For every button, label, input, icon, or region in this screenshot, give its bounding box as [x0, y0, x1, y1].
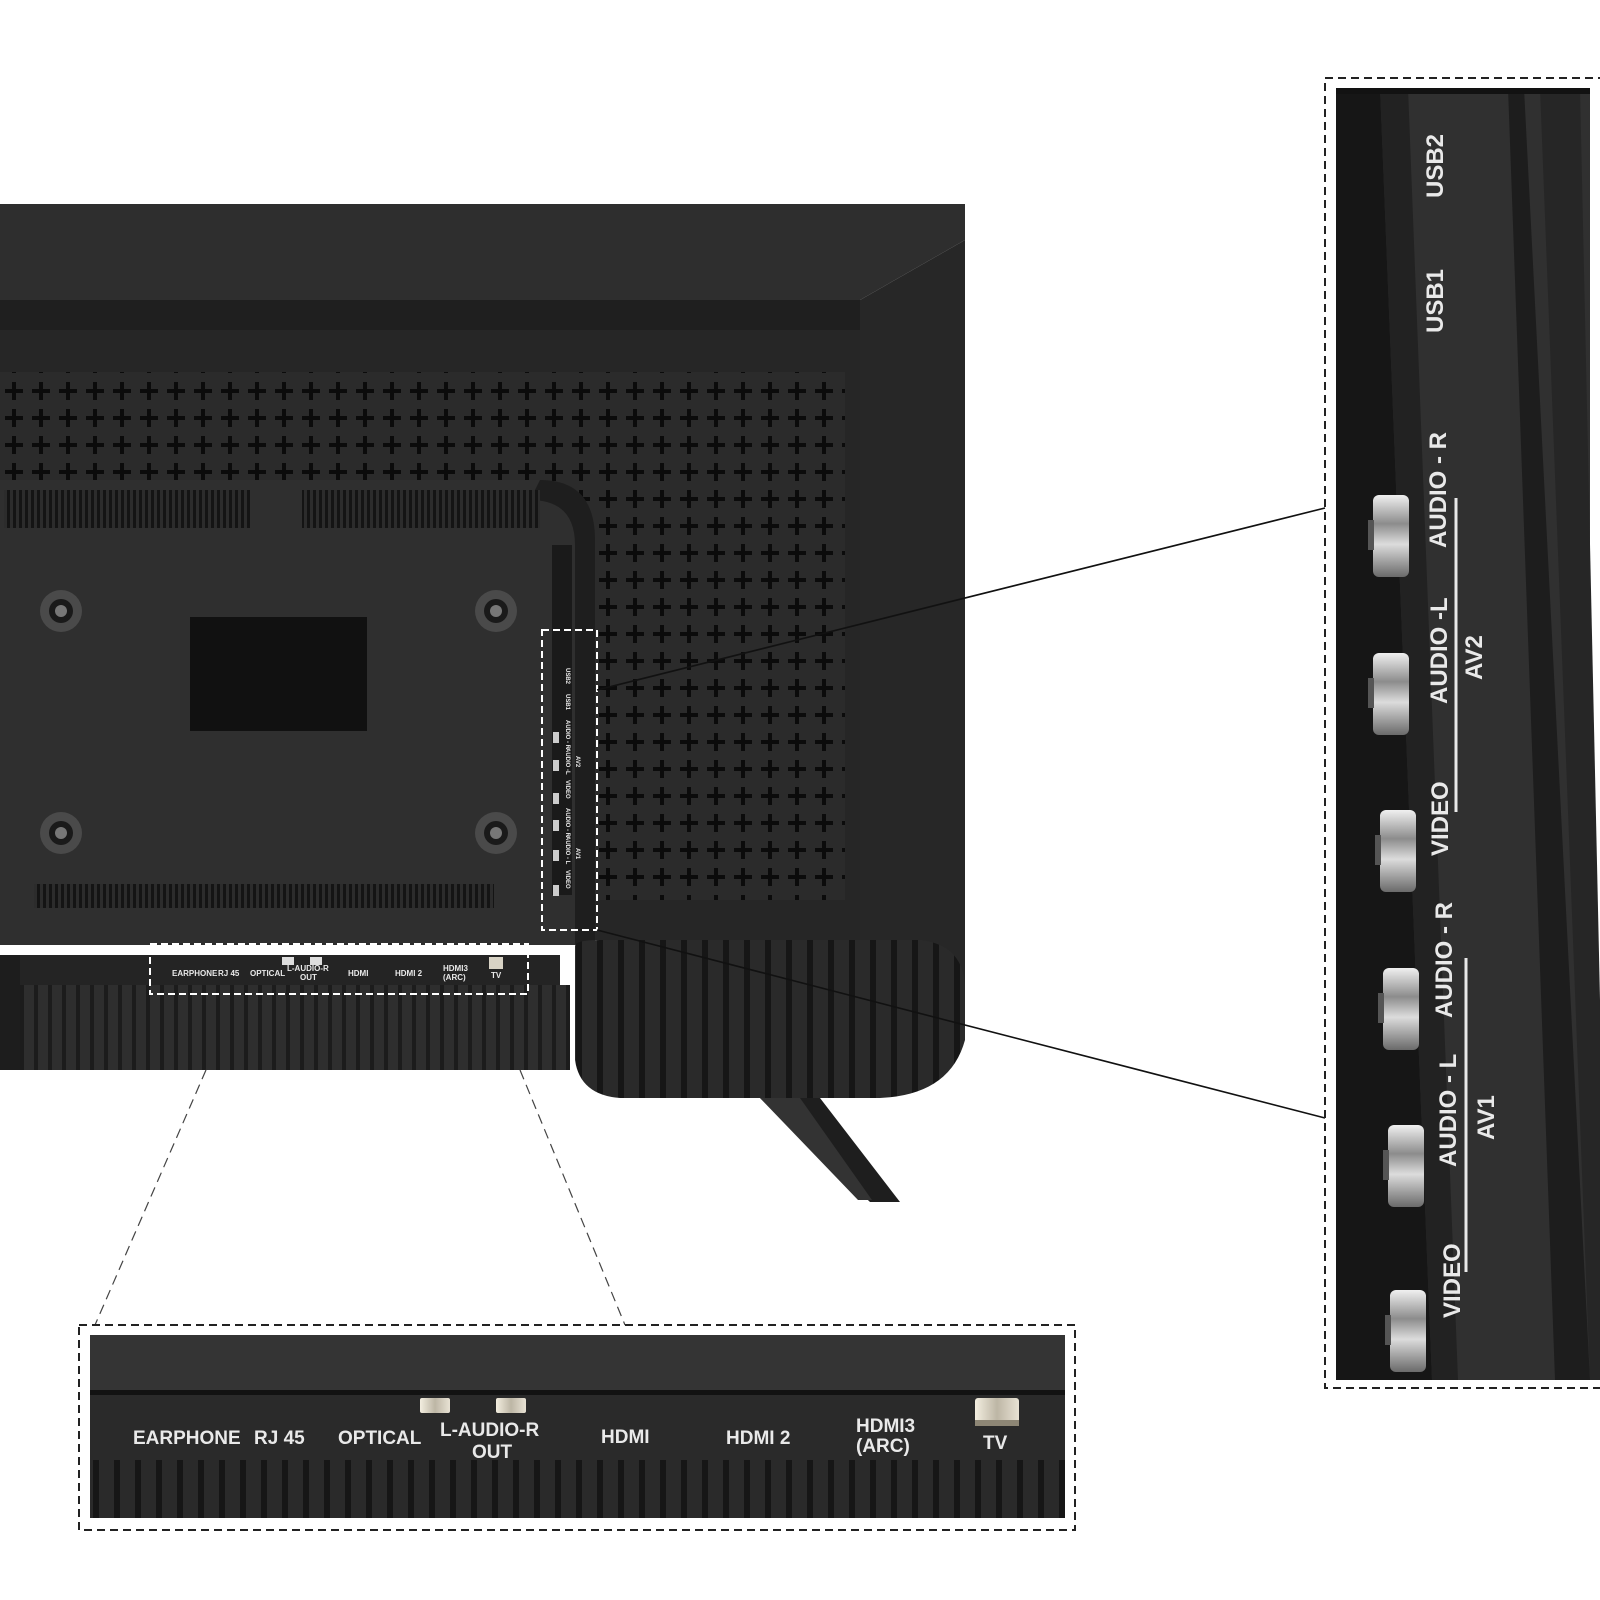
mount-hole-3: [40, 812, 82, 854]
label-hdmi: HDMI: [601, 1427, 650, 1448]
av2-video-jack: [1375, 810, 1416, 892]
label-av1-audio-l: AUDIO - L: [1435, 1054, 1462, 1167]
side-ports-highlight: [541, 629, 598, 931]
label-audio-out-line2: OUT: [472, 1442, 513, 1463]
tv-stand: [575, 940, 965, 1202]
label-av2-video: VIDEO: [1427, 781, 1454, 856]
mini-label-hdmi: HDMI: [348, 969, 368, 978]
label-hdmi3-line2: (ARC): [856, 1436, 910, 1457]
side-port-mini-labels: USB2 USB1 AUDIO - R AUDIO -L AV2 VIDEO A…: [564, 668, 580, 889]
vent-slots-left: [4, 490, 250, 528]
label-hdmi3-line1: HDMI3: [856, 1416, 915, 1437]
mini-label-earphone: EARPHONE: [172, 969, 218, 978]
label-av2-group: AV2: [1461, 635, 1488, 680]
side-ports-zoom: [1324, 77, 1600, 1389]
vent-slots-right: [302, 490, 540, 528]
mini-label-av2-video: VIDEO: [564, 780, 570, 799]
mini-label-av1-l: AUDIO - L: [564, 836, 570, 865]
bottom-ports-zoom-labels: EARPHONE RJ 45 OPTICAL L-AUDIO-R OUT HDM…: [133, 1416, 1008, 1463]
mini-label-usb1: USB1: [564, 694, 570, 711]
mount-hole-4: [475, 812, 517, 854]
mount-hole-2: [475, 590, 517, 632]
mini-label-hdmi2: HDMI 2: [395, 969, 423, 978]
av2-audio-l-jack: [1368, 653, 1409, 735]
label-av1-group: AV1: [1473, 1095, 1500, 1140]
label-hdmi2: HDMI 2: [726, 1428, 790, 1449]
bottom-ports-highlight: [149, 943, 529, 995]
mini-label-hdmi3-1: HDMI3: [443, 964, 468, 973]
label-rj45: RJ 45: [254, 1428, 305, 1449]
side-port-jacks-mini: [553, 732, 559, 896]
bottom-ports-zoom: [78, 1324, 1076, 1531]
vent-slots-bottom: [34, 884, 494, 908]
mini-label-tv: TV: [491, 971, 502, 980]
audio-out-jack-left: [420, 1398, 450, 1413]
label-plate: [190, 617, 367, 731]
label-usb1: USB1: [1422, 269, 1449, 333]
mount-hole-1: [40, 590, 82, 632]
av1-video-jack: [1385, 1290, 1426, 1372]
leader-lines: [596, 507, 1326, 1119]
label-audio-out-line1: L-AUDIO-R: [440, 1420, 539, 1441]
label-usb2: USB2: [1422, 134, 1449, 198]
label-av1-audio-r: AUDIO - R: [1431, 902, 1458, 1018]
mini-label-av1-r: AUDIO - R: [564, 808, 570, 838]
tv-antenna-jack: [975, 1398, 1019, 1426]
label-earphone: EARPHONE: [133, 1428, 241, 1449]
mini-label-av1: AV1: [574, 848, 580, 860]
av1-audio-r-jack: [1378, 968, 1419, 1050]
label-av2-audio-r: AUDIO - R: [1425, 432, 1452, 548]
mini-label-hdmi3-2: (ARC): [443, 973, 466, 982]
label-av1-video: VIDEO: [1439, 1243, 1466, 1318]
bottom-port-bar: [0, 955, 570, 1070]
label-optical: OPTICAL: [338, 1428, 422, 1449]
mini-label-av1-video: VIDEO: [564, 870, 570, 889]
mini-label-usb2: USB2: [564, 668, 570, 685]
mini-label-av2-l: AUDIO -L: [564, 748, 570, 775]
av2-audio-r-jack: [1368, 495, 1409, 577]
label-av2-audio-l: AUDIO -L: [1426, 597, 1453, 704]
mini-label-audio-out-1: L-AUDIO-R: [287, 964, 329, 973]
av1-audio-l-jack: [1383, 1125, 1424, 1207]
connector-housing: [0, 480, 595, 945]
side-port-strip: [552, 545, 572, 895]
mini-label-audio-out-2: OUT: [300, 973, 317, 982]
label-tv: TV: [983, 1433, 1008, 1454]
mini-label-av2-r: AUDIO - R: [564, 720, 570, 750]
mini-label-optical: OPTICAL: [250, 969, 285, 978]
leader-lines-dashed: [94, 1069, 626, 1326]
audio-out-jack-right: [496, 1398, 526, 1413]
mini-label-av2: AV2: [574, 756, 580, 768]
side-ports-zoom-labels: USB2 USB1 AUDIO - R AUDIO -L VIDEO AV2 A…: [1422, 134, 1500, 1318]
mini-label-rj45: RJ 45: [218, 969, 240, 978]
bottom-port-mini-labels: EARPHONE RJ 45 OPTICAL L-AUDIO-R OUT HDM…: [172, 964, 502, 982]
